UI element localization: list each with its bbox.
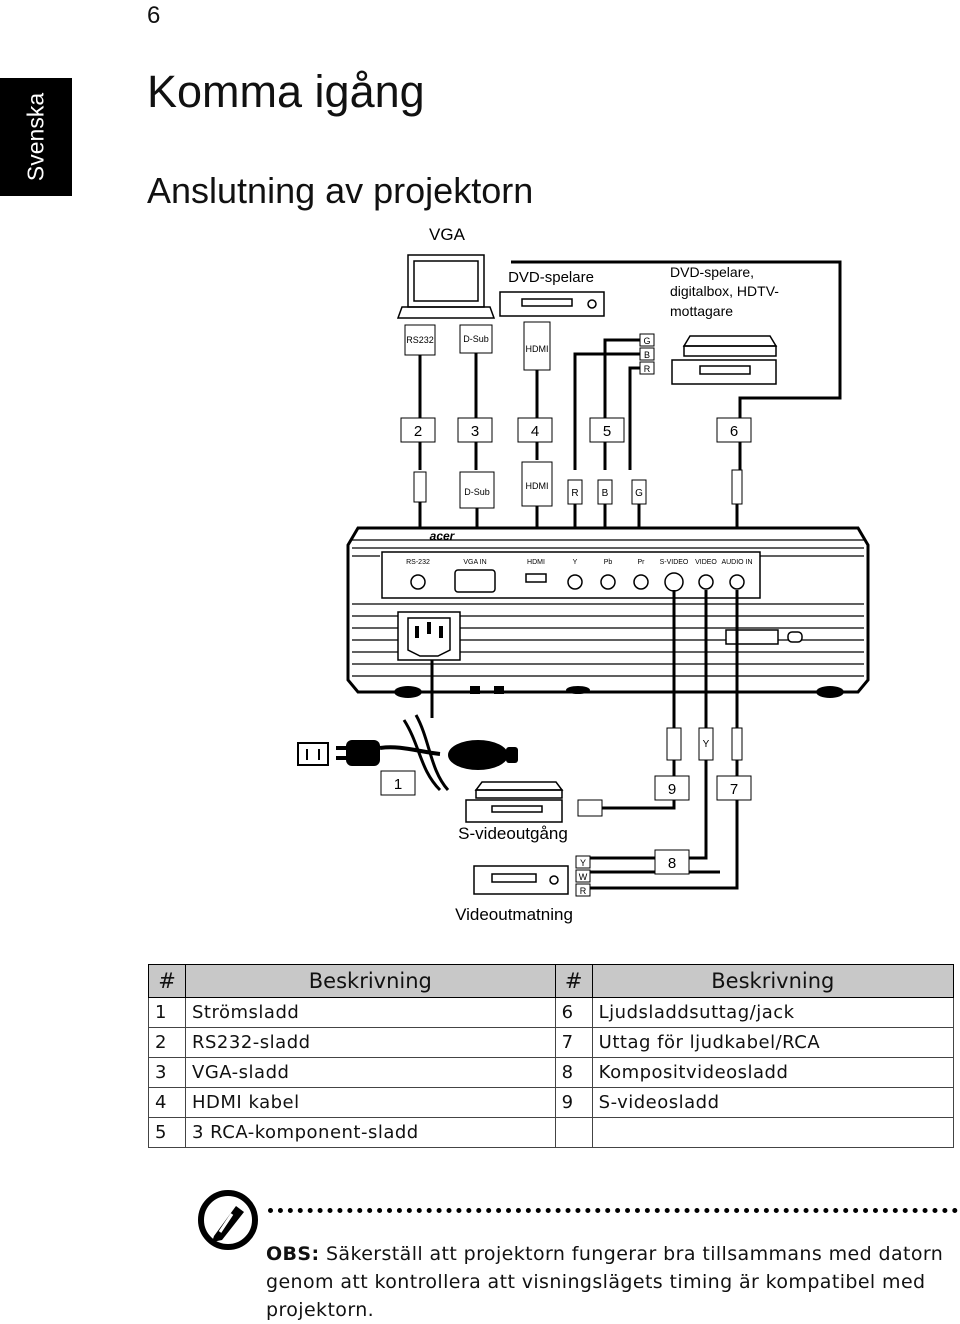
- svg-text:S-VIDEO: S-VIDEO: [660, 559, 689, 566]
- svideo-source-device-icon: [465, 781, 564, 823]
- svg-text:7: 7: [730, 781, 738, 798]
- table-cell: [554, 1117, 593, 1148]
- svg-text:AUDIO IN: AUDIO IN: [721, 559, 752, 566]
- table-cell: 5: [148, 1117, 186, 1148]
- svg-text:HDMI: HDMI: [526, 344, 549, 354]
- table-cell: 6: [554, 997, 593, 1028]
- language-tab: Svenska: [0, 78, 72, 196]
- table-header-cell: Beskrivning: [591, 964, 955, 998]
- table-header-cell: #: [148, 964, 186, 998]
- svg-text:R: R: [580, 886, 587, 896]
- hdmi-connector-top: HDMI: [523, 321, 551, 371]
- table-cell: HDMI kabel: [185, 1087, 556, 1118]
- video-source-device-icon: [473, 865, 569, 895]
- table-row: 5 3 RCA-komponent-sladd: [148, 1117, 955, 1148]
- svg-text:Y: Y: [703, 739, 710, 750]
- dvd-hdtv-label-line3: mottagare: [670, 303, 733, 319]
- table-row: 2 RS232-sladd 7 Uttag för ljudkabel/RCA: [148, 1027, 955, 1058]
- panel-port-labels: RS-232 VGA IN HDMI Y Pb Pr S-VIDEO VIDEO…: [406, 559, 752, 566]
- video-output-label: Videoutmatning: [455, 905, 573, 924]
- svg-text:HDMI: HDMI: [527, 559, 545, 566]
- svg-text:Y: Y: [580, 858, 586, 868]
- svg-text:B: B: [602, 488, 609, 499]
- page-number: 6: [147, 2, 161, 29]
- power-plug-icon: [336, 740, 518, 770]
- svg-text:Pr: Pr: [638, 559, 646, 566]
- dsub-connector-top: D-Sub: [459, 324, 493, 354]
- table-cell: 3 RCA-komponent-sladd: [185, 1117, 556, 1148]
- svg-text:9: 9: [668, 781, 676, 798]
- page-title: Komma igång: [147, 66, 425, 117]
- table-header-cell: Beskrivning: [185, 964, 556, 998]
- svg-text:1: 1: [394, 776, 402, 793]
- svg-text:G: G: [635, 488, 643, 499]
- svideo-output-label: S-videoutgång: [458, 824, 568, 843]
- table-cell: 8: [554, 1057, 593, 1088]
- table-header-cell: #: [554, 964, 593, 998]
- table-cell: RS232-sladd: [185, 1027, 556, 1058]
- svg-text:D-Sub: D-Sub: [463, 334, 489, 344]
- set-top-box-icon: [671, 335, 778, 385]
- table-cell: 3: [148, 1057, 186, 1088]
- av-connectors-lower: Y Y W R: [575, 727, 743, 897]
- dvd-player-label: DVD-spelare: [508, 269, 594, 286]
- rgb-connectors-top: G B R: [639, 333, 655, 375]
- svg-text:G: G: [643, 336, 650, 346]
- svg-text:W: W: [579, 872, 588, 882]
- note-text: OBS: Säkerställ att projektorn fungerar …: [266, 1240, 956, 1324]
- table-cell: Ljudsladdsuttag/jack: [591, 997, 955, 1028]
- svg-text:8: 8: [668, 855, 676, 872]
- svg-text:Y: Y: [573, 559, 578, 566]
- svg-text:D-Sub: D-Sub: [464, 487, 490, 497]
- table-cell: Kompositvideosladd: [591, 1057, 955, 1088]
- connection-diagram: VGA DVD-spelare DVD-spelare, digitalbox,…: [297, 225, 870, 924]
- vga-label: VGA: [429, 225, 466, 244]
- lower-connectors: D-Sub HDMI R B G: [413, 461, 743, 509]
- table-row: 4 HDMI kabel 9 S-videosladd: [148, 1087, 955, 1118]
- callout-row-bottom: 1 9 7 8: [380, 770, 752, 875]
- svg-text:HDMI: HDMI: [526, 481, 549, 491]
- callout-row-top: 2 3 4 5 6: [400, 417, 752, 443]
- connection-table: # Beskrivning # Beskrivning 1 Strömsladd…: [148, 964, 955, 1148]
- dvd-hdtv-label-line2: digitalbox, HDTV-: [670, 283, 779, 299]
- svg-text:R: R: [644, 364, 651, 374]
- dvd-hdtv-label-line1: DVD-spelare,: [670, 264, 754, 280]
- table-cell: 4: [148, 1087, 186, 1118]
- note-body: Säkerställ att projektorn fungerar bra t…: [266, 1243, 944, 1321]
- projector-icon: acer RS-232 VGA IN HDMI Y Pb Pr S-VIDEO …: [346, 526, 870, 698]
- note-divider: [268, 1208, 958, 1213]
- table-cell: Strömsladd: [185, 997, 556, 1028]
- table-cell: 9: [554, 1087, 593, 1118]
- rs232-connector-top: RS232: [404, 324, 436, 356]
- svg-text:2: 2: [414, 423, 422, 440]
- svg-text:VIDEO: VIDEO: [695, 559, 717, 566]
- svg-text:3: 3: [471, 423, 479, 440]
- table-row: 1 Strömsladd 6 Ljudsladdsuttag/jack: [148, 997, 955, 1028]
- table-cell: 7: [554, 1027, 593, 1058]
- laptop-icon: [396, 254, 496, 319]
- table-cell: Uttag för ljudkabel/RCA: [591, 1027, 955, 1058]
- table-cell: 1: [148, 997, 186, 1028]
- svg-text:5: 5: [603, 423, 611, 440]
- svg-text:6: 6: [730, 423, 738, 440]
- note-label: OBS:: [266, 1243, 320, 1265]
- table-cell: [591, 1117, 955, 1148]
- brand-logo: acer: [430, 529, 456, 543]
- svg-text:4: 4: [531, 423, 539, 440]
- note-icon: [198, 1190, 258, 1250]
- table-header-row: # Beskrivning # Beskrivning: [148, 964, 955, 998]
- table-row: 3 VGA-sladd 8 Kompositvideosladd: [148, 1057, 955, 1088]
- table-cell: VGA-sladd: [185, 1057, 556, 1088]
- dvd-player-icon: [499, 291, 605, 317]
- table-cell: S-videosladd: [591, 1087, 955, 1118]
- svg-text:RS232: RS232: [406, 335, 434, 345]
- svg-text:Pb: Pb: [604, 559, 613, 566]
- wall-outlet-icon: [297, 742, 329, 766]
- table-cell: 2: [148, 1027, 186, 1058]
- svg-text:RS-232: RS-232: [406, 559, 430, 566]
- section-title: Anslutning av projektorn: [147, 170, 534, 211]
- svg-text:R: R: [571, 488, 578, 499]
- svg-text:B: B: [644, 350, 650, 360]
- svg-text:VGA IN: VGA IN: [463, 559, 486, 566]
